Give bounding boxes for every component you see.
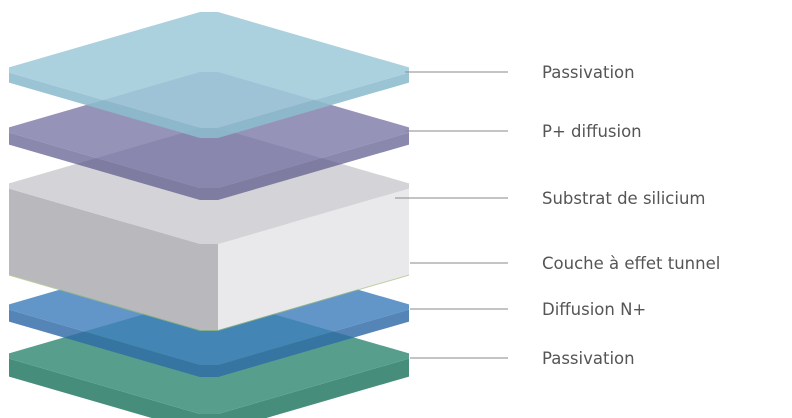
slab-side-right: [218, 353, 409, 418]
slab-side-right: [218, 304, 409, 377]
label-tunnel: Couche à effet tunnel: [542, 254, 720, 273]
slab-side-right: [218, 67, 409, 138]
layer-labels: Passivation P+ diffusion Substrat de sil…: [542, 63, 720, 368]
slab-side-left: [9, 72, 218, 138]
slab-passivation-top: [9, 12, 409, 138]
slab-side-right: [218, 127, 409, 200]
leader-lines: [395, 71, 508, 359]
label-p-diffusion: P+ diffusion: [542, 122, 642, 141]
label-passivation-bottom: Passivation: [542, 349, 635, 368]
layer-slabs: [9, 12, 409, 418]
label-passivation-top: Passivation: [542, 63, 635, 82]
slab-side-left: [9, 132, 218, 200]
slab-side-left: [9, 309, 218, 377]
slab-side-right: [218, 183, 409, 330]
slab-side-left: [9, 188, 218, 330]
slab-top-face: [9, 12, 409, 128]
label-substrate: Substrat de silicium: [542, 189, 706, 208]
label-diffusion-n: Diffusion N+: [542, 300, 646, 319]
slab-side-left: [9, 358, 218, 418]
